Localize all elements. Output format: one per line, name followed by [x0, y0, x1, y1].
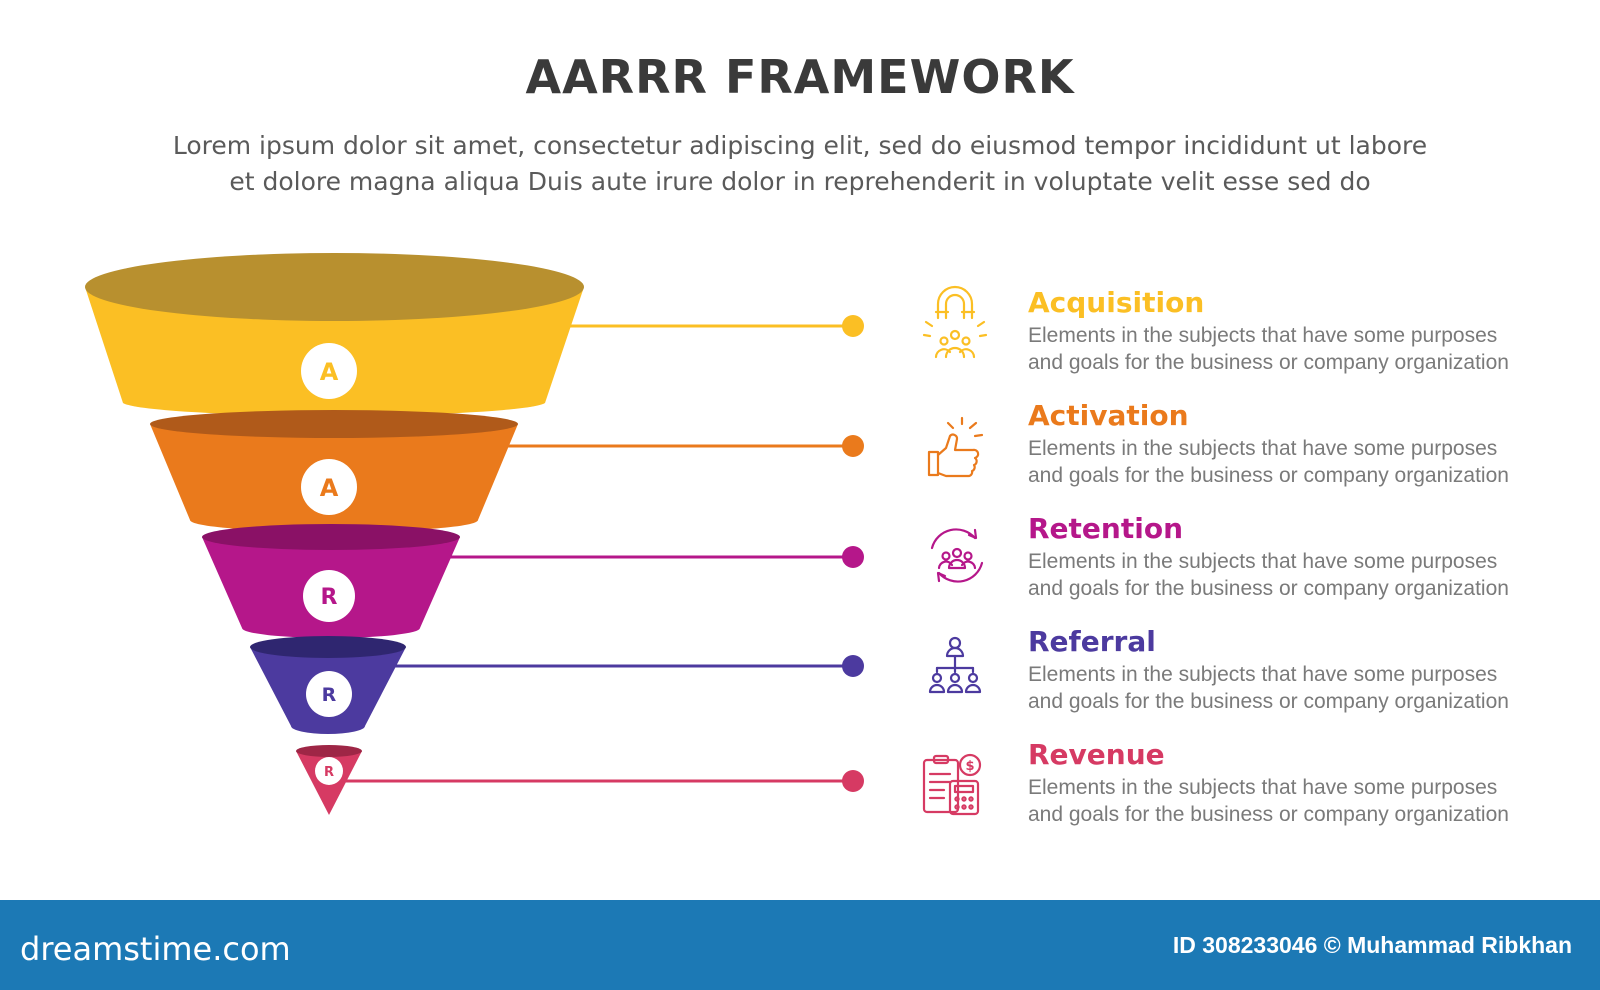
stage-letter-referral: R — [322, 684, 337, 706]
funnel-segment-referral: R — [250, 636, 406, 734]
invoice-calculator-icon: $ — [922, 753, 982, 816]
stage-heading-referral: Referral — [1028, 625, 1156, 658]
connector-dot-retention — [842, 546, 864, 568]
stage-heading-retention: Retention — [1028, 512, 1184, 545]
magnet-icon — [922, 285, 988, 359]
connector-dot-revenue — [842, 770, 864, 792]
stage-description-retention: Elements in the subjects that have some … — [1028, 548, 1548, 602]
description-line-1: Elements in the subjects that have some … — [1028, 324, 1498, 347]
stage-item-retention: Retention Elements in the subjects that … — [1028, 512, 1548, 602]
funnel-diagram: A A R R R — [85, 253, 988, 816]
stage-heading-acquisition: Acquisition — [1028, 286, 1205, 319]
stage-description-revenue: Elements in the subjects that have some … — [1028, 774, 1548, 828]
footer-bar: dreamstime.com ID 308233046 © Muhammad R… — [0, 900, 1600, 990]
description-line-2: and goals for the business or company or… — [1028, 577, 1509, 600]
description-line-2: and goals for the business or company or… — [1028, 803, 1509, 826]
footer-credit: ID 308233046 © Muhammad Ribkhan — [1172, 932, 1572, 958]
stage-description-activation: Elements in the subjects that have some … — [1028, 435, 1548, 489]
connector-dot-activation — [842, 435, 864, 457]
description-line-1: Elements in the subjects that have some … — [1028, 437, 1498, 460]
subtitle-line-1: Lorem ipsum dolor sit amet, consectetur … — [172, 131, 1428, 160]
team-cycle-icon — [930, 528, 984, 583]
funnel-segment-activation: A — [150, 410, 518, 532]
stage-item-acquisition: Acquisition Elements in the subjects tha… — [1028, 286, 1548, 376]
stage-description-acquisition: Elements in the subjects that have some … — [1028, 322, 1548, 376]
description-line-2: and goals for the business or company or… — [1028, 351, 1509, 374]
stage-letter-acquisition: A — [320, 358, 339, 386]
stage-heading-activation: Activation — [1028, 399, 1189, 432]
stage-item-revenue: Revenue Elements in the subjects that ha… — [1028, 738, 1548, 828]
network-people-icon — [928, 636, 982, 694]
stage-description-referral: Elements in the subjects that have some … — [1028, 661, 1548, 715]
page-title: AARRR FRAMEWORK — [525, 50, 1075, 104]
stage-item-activation: Activation Elements in the subjects that… — [1028, 399, 1548, 489]
stage-letter-revenue: R — [324, 765, 334, 780]
funnel-segment-retention: R — [202, 524, 460, 638]
svg-text:$: $ — [965, 759, 974, 774]
description-line-1: Elements in the subjects that have some … — [1028, 663, 1498, 686]
stage-letter-activation: A — [320, 474, 339, 502]
connector-dot-acquisition — [842, 315, 864, 337]
footer-logo[interactable]: dreamstime.com — [20, 930, 291, 968]
description-line-2: and goals for the business or company or… — [1028, 690, 1509, 713]
connector-dot-referral — [842, 655, 864, 677]
connector-lines — [335, 315, 864, 792]
page-subtitle: Lorem ipsum dolor sit amet, consectetur … — [80, 128, 1520, 200]
description-line-1: Elements in the subjects that have some … — [1028, 550, 1498, 573]
stage-heading-revenue: Revenue — [1028, 738, 1165, 771]
subtitle-line-2: et dolore magna aliqua Duis aute irure d… — [229, 167, 1371, 196]
description-line-2: and goals for the business or company or… — [1028, 464, 1509, 487]
funnel-segment-revenue: R — [296, 745, 362, 815]
stage-letter-retention: R — [321, 585, 338, 610]
thumbs-up-icon — [927, 416, 984, 478]
description-line-1: Elements in the subjects that have some … — [1028, 776, 1498, 799]
funnel-segment-acquisition: A — [85, 253, 584, 416]
stage-item-referral: Referral Elements in the subjects that h… — [1028, 625, 1548, 715]
